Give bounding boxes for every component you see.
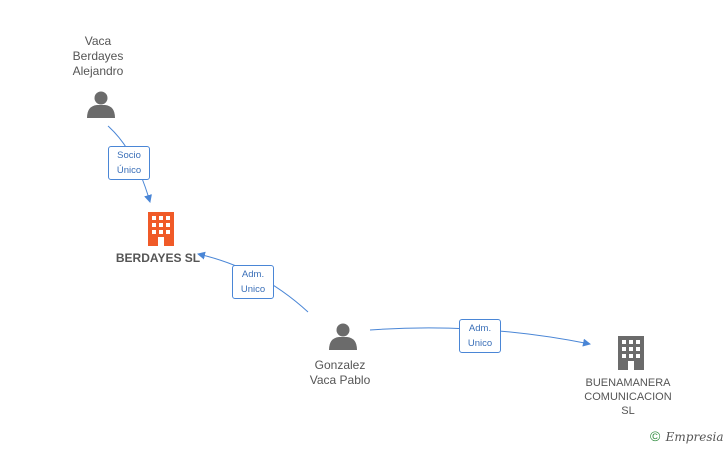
building-icon[interactable]	[146, 212, 176, 251]
person-icon[interactable]	[86, 90, 116, 123]
watermark: © Empresia	[650, 428, 723, 444]
building-icon[interactable]	[616, 336, 646, 375]
edge-label-adm1[interactable]: Adm. Unico	[232, 265, 274, 299]
edge-label-adm2[interactable]: Adm. Unico	[459, 319, 501, 353]
person-icon[interactable]	[328, 322, 358, 355]
brand-logo: Empresia	[665, 430, 724, 444]
node-label-berdayes[interactable]: BERDAYES SL	[115, 251, 201, 265]
node-label-buenamanera[interactable]: BUENAMANERA COMUNICACION SL	[584, 377, 672, 417]
copyright-icon: ©	[650, 428, 661, 444]
node-label-vaca[interactable]: Vaca Berdayes Alejandro	[72, 34, 124, 78]
edge-label-socio[interactable]: Socio Único	[108, 146, 150, 180]
node-label-gonzalez[interactable]: Gonzalez Vaca Pablo	[309, 358, 371, 387]
